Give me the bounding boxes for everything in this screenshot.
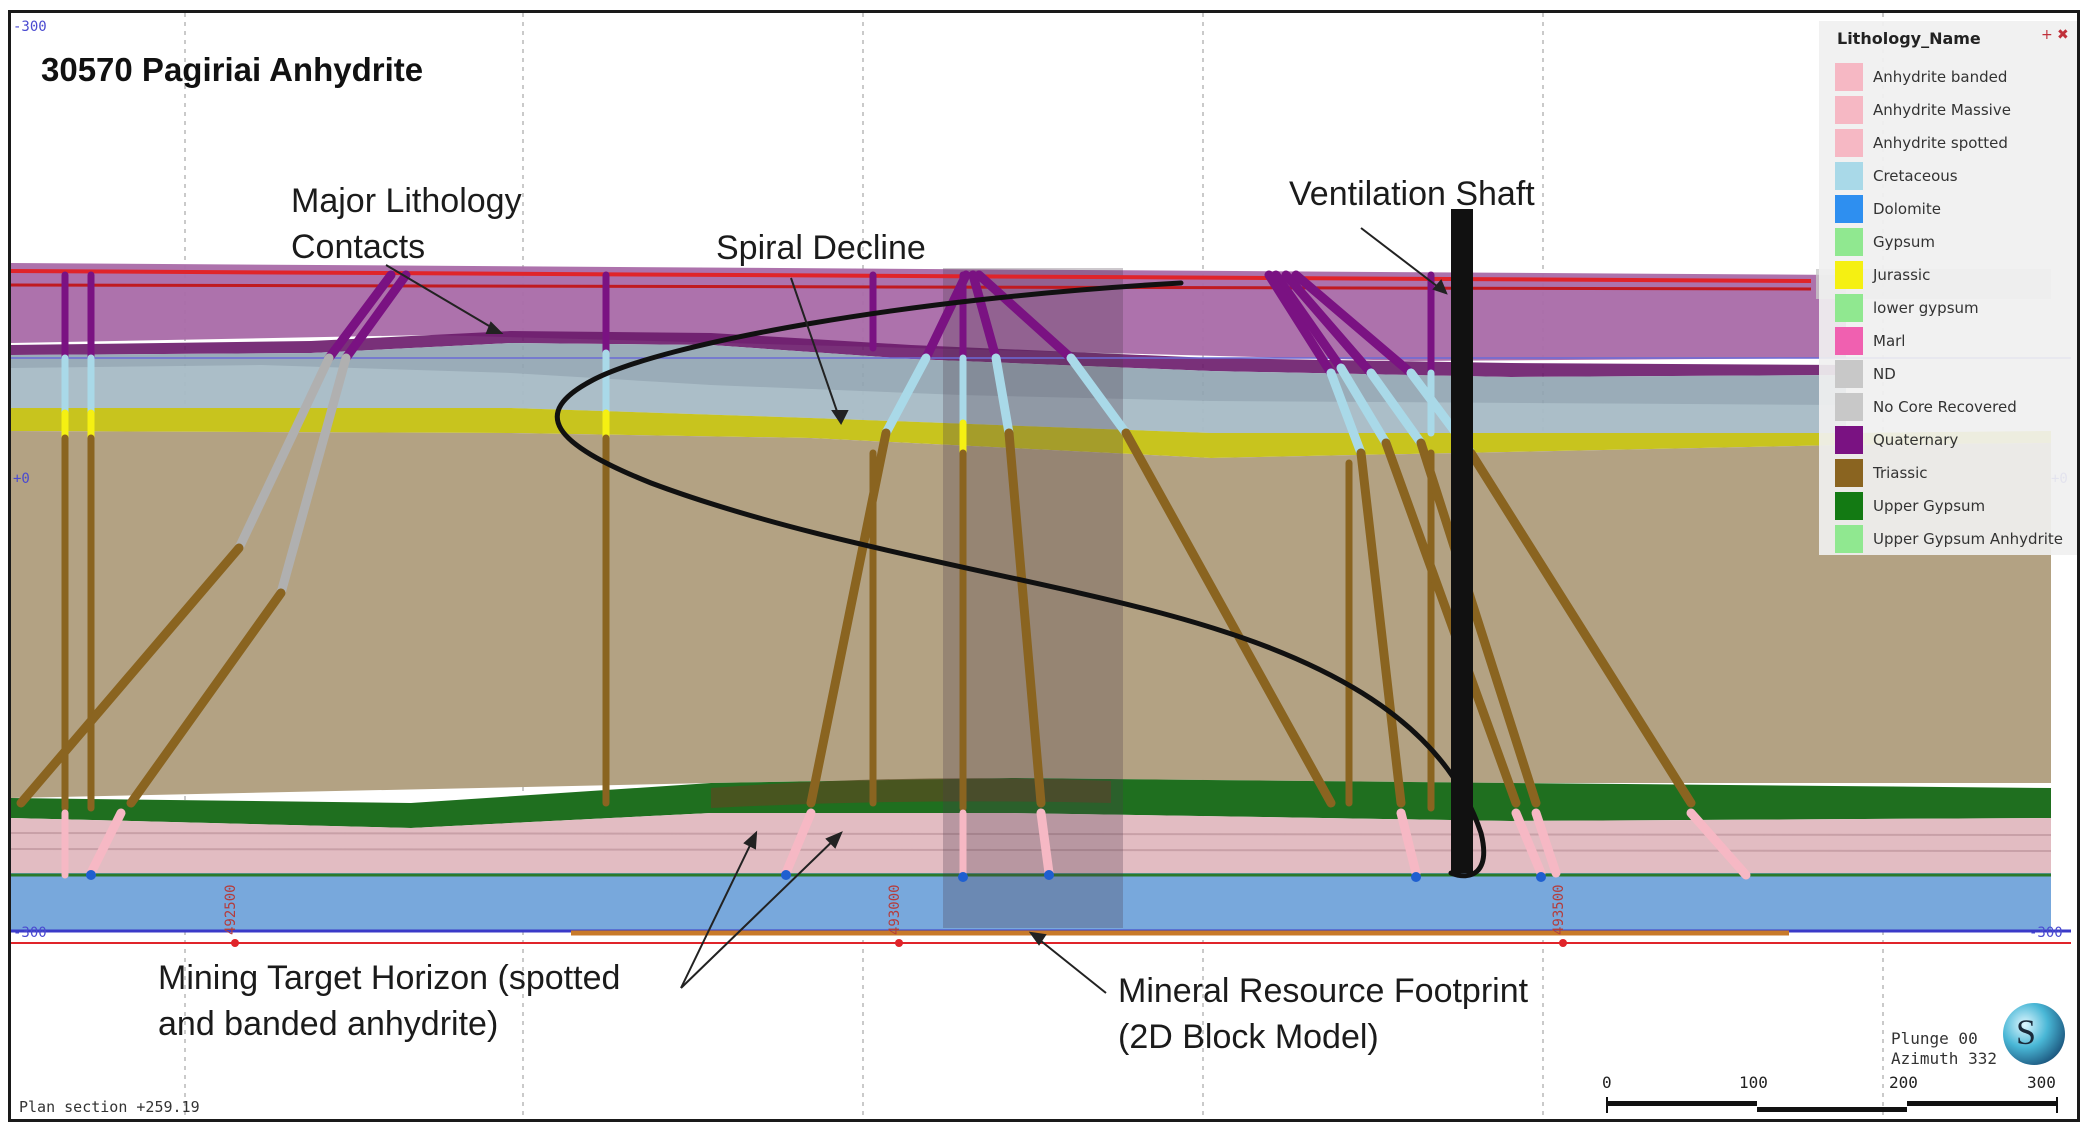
legend-pin-icon[interactable]: + xyxy=(2041,27,2053,43)
legend-swatch xyxy=(1835,459,1863,487)
legend-label: Anhydrite banded xyxy=(1873,68,2008,86)
dolomite-band xyxy=(11,873,2051,931)
plan-section-readout: Plan section +259.19 xyxy=(19,1098,200,1116)
globe-letter: S xyxy=(2016,1012,2037,1052)
legend-close-icon[interactable]: ✖ xyxy=(2057,27,2069,43)
legend-swatch xyxy=(1835,228,1863,256)
legend-label: ND xyxy=(1873,365,1896,383)
easting-tick-493000: 493000 xyxy=(887,884,903,935)
legend-label: Jurassic xyxy=(1873,266,1931,284)
jurassic-band xyxy=(11,408,2051,458)
legend-label: Quaternary xyxy=(1873,431,1959,449)
section-scene xyxy=(11,13,2071,1119)
legend-item[interactable]: lower gypsum xyxy=(1835,292,2077,322)
legend-swatch xyxy=(1835,195,1863,223)
legend-item[interactable]: Triassic xyxy=(1835,457,2077,487)
axis-label-top-left: -300 xyxy=(13,19,47,35)
page-title: 30570 Pagiriai Anhydrite xyxy=(41,51,424,88)
legend-item[interactable]: Marl xyxy=(1835,325,2077,355)
legend-swatch xyxy=(1835,63,1863,91)
callout-mining-target-line2: and banded anhydrite) xyxy=(158,1005,499,1043)
legend-label: Upper Gypsum Anhydrite xyxy=(1873,530,2064,548)
legend-item[interactable]: Jurassic xyxy=(1835,259,2077,289)
legend-swatch xyxy=(1835,327,1863,355)
legend-swatch xyxy=(1835,294,1863,322)
callout-resource-footprint: Mineral Resource Footprint (2D Block Mod… xyxy=(1118,968,1528,1060)
axis-label-mid-left: +0 xyxy=(13,471,30,487)
legend-swatch xyxy=(1835,492,1863,520)
legend-item[interactable]: Anhydrite banded xyxy=(1835,61,2077,91)
legend-label: Triassic xyxy=(1873,464,1928,482)
spiral-decline-path xyxy=(554,280,1487,879)
legend-swatch xyxy=(1835,129,1863,157)
azimuth-readout: Azimuth 332 xyxy=(1891,1049,1997,1068)
legend-item[interactable]: Upper Gypsum Anhydrite xyxy=(1835,523,2077,553)
legend-label: No Core Recovered xyxy=(1873,398,2017,416)
callout-arrows xyxy=(385,227,1448,994)
easting-tick-492500: 492500 xyxy=(223,884,239,935)
legend-swatch xyxy=(1835,96,1863,124)
legend-swatch xyxy=(1835,162,1863,190)
legend-label: Marl xyxy=(1873,332,1906,350)
legend-label: lower gypsum xyxy=(1873,299,1979,317)
legend-swatch xyxy=(1835,393,1863,421)
collar-markers xyxy=(86,870,1546,882)
legend-item[interactable]: Cretaceous xyxy=(1835,160,2077,190)
legend-item[interactable]: No Core Recovered xyxy=(1835,391,2077,421)
callout-resource-line1: Mineral Resource Footprint xyxy=(1118,972,1529,1010)
scale-label-100: 100 xyxy=(1739,1073,1768,1092)
legend-item[interactable]: Quaternary xyxy=(1835,424,2077,454)
plunge-readout: Plunge 00 xyxy=(1891,1029,1978,1048)
legend-swatch xyxy=(1835,360,1863,388)
legend-label: Upper Gypsum xyxy=(1873,497,1986,515)
callout-spiral-decline: Spiral Decline xyxy=(716,229,926,267)
legend-item[interactable]: Anhydrite Massive xyxy=(1835,94,2077,124)
ventilation-shaft xyxy=(1451,209,1473,873)
scale-label-300: 300 xyxy=(2027,1073,2056,1092)
legend-swatch xyxy=(1835,525,1863,553)
top-contact-red-2 xyxy=(11,283,1812,291)
viewport-frame: 30570 Pagiriai Anhydrite Major Lithology… xyxy=(8,10,2080,1122)
scale-bar xyxy=(1606,1097,2058,1113)
easting-tick-markers xyxy=(231,939,1567,947)
axis-label-bottom-right: -300 xyxy=(2029,925,2063,941)
callout-resource-line2: (2D Block Model) xyxy=(1118,1018,1379,1056)
top-contact-red xyxy=(11,269,1812,283)
orientation-globe-icon[interactable]: S xyxy=(2003,1003,2065,1065)
legend-label: Gypsum xyxy=(1873,233,1935,251)
legend-label: Cretaceous xyxy=(1873,167,1958,185)
scale-label-200: 200 xyxy=(1889,1073,1918,1092)
triassic-band xyxy=(11,431,2051,798)
legend-label: Anhydrite Massive xyxy=(1873,101,2011,119)
legend-swatch xyxy=(1835,426,1863,454)
legend-item[interactable]: Anhydrite spotted xyxy=(1835,127,2077,157)
callout-lithology-contacts: Major Lithology Contacts xyxy=(291,178,522,270)
legend-item[interactable]: Gypsum xyxy=(1835,226,2077,256)
callout-mining-target: Mining Target Horizon (spotted and bande… xyxy=(158,955,620,1047)
legend-label: Dolomite xyxy=(1873,200,1941,218)
legend-label: Anhydrite spotted xyxy=(1873,134,2008,152)
callout-mining-target-line1: Mining Target Horizon (spotted xyxy=(158,959,621,997)
axis-label-bottom-left: -300 xyxy=(13,925,47,941)
cretaceous-light xyxy=(11,365,1846,433)
easting-tick-493500: 493500 xyxy=(1551,884,1567,935)
callout-lithology-line1: Major Lithology xyxy=(291,182,522,220)
scale-label-0: 0 xyxy=(1602,1073,1612,1092)
callout-ventilation-shaft: Ventilation Shaft xyxy=(1289,175,1535,213)
legend-item[interactable]: Dolomite xyxy=(1835,193,2077,223)
callout-lithology-line2: Contacts xyxy=(291,228,426,266)
legend-item[interactable]: ND xyxy=(1835,358,2077,388)
legend-item[interactable]: Upper Gypsum xyxy=(1835,490,2077,520)
legend-title: Lithology_Name xyxy=(1837,29,1981,48)
legend-swatch xyxy=(1835,261,1863,289)
